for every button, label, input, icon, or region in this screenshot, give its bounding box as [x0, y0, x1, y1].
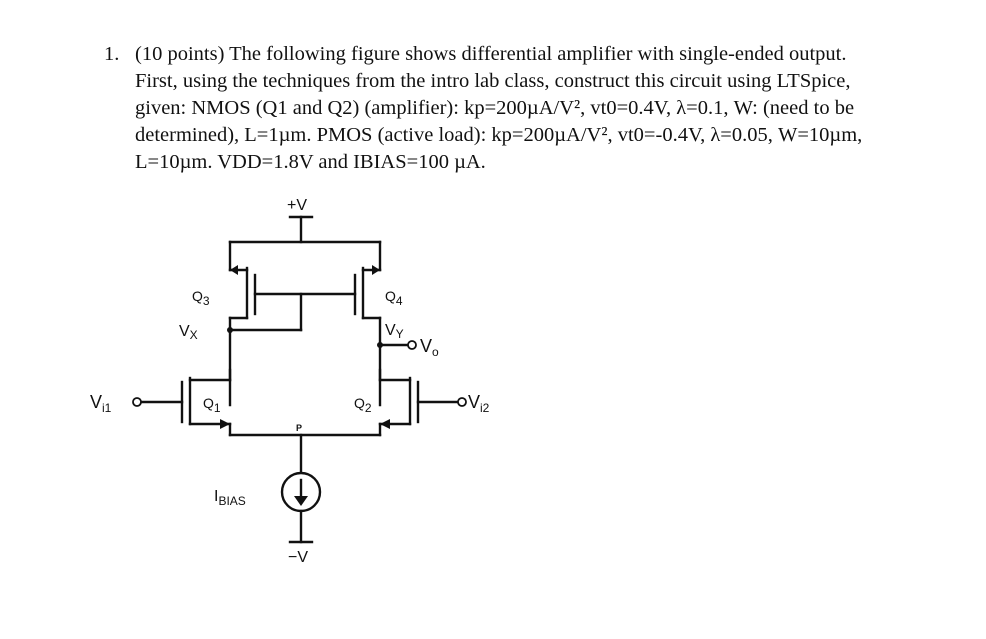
- problem-line-5: L=10µm. VDD=1.8V and IBIAS=100 µA.: [135, 151, 486, 173]
- tail-current-source: [228, 433, 382, 544]
- transistor-q3: [228, 265, 257, 407]
- node-p-label: P: [296, 423, 302, 433]
- problem-line-2: First, using the techniques from the int…: [135, 70, 851, 92]
- supply-pos-label: +V: [287, 197, 307, 214]
- differential-amplifier-schematic: +V: [90, 197, 490, 566]
- problem-number: 1.: [104, 43, 120, 65]
- problem-line-3: given: NMOS (Q1 and Q2) (amplifier): kp=…: [135, 97, 855, 119]
- mirror-gate-connection: [227, 292, 357, 333]
- q3-label: Q3: [192, 288, 210, 308]
- positive-supply: [228, 215, 382, 272]
- q1-label: Q1: [203, 395, 221, 415]
- q2-label: Q2: [354, 395, 372, 415]
- transistor-q1: [132, 368, 232, 437]
- problem-line-1: (10 points) The following figure shows d…: [135, 43, 847, 65]
- vo-label: Vo: [420, 336, 439, 359]
- problem-statement: 1. (10 points) The following figure show…: [104, 41, 924, 176]
- vi1-label: Vi1: [90, 392, 112, 415]
- problem-body: (10 points) The following figure shows d…: [135, 41, 924, 176]
- ibias-label: IBIAS: [214, 488, 246, 508]
- vx-label: VX: [179, 323, 198, 342]
- transistor-q2: [378, 368, 467, 437]
- q4-label: Q4: [385, 288, 403, 308]
- vy-label: VY: [385, 322, 404, 341]
- problem-line-4: determined), L=1µm. PMOS (active load): …: [135, 124, 863, 146]
- transistor-q4: [353, 265, 382, 407]
- output-node: [377, 340, 417, 350]
- supply-neg-label: −V: [288, 549, 308, 566]
- vi2-label: Vi2: [468, 392, 490, 415]
